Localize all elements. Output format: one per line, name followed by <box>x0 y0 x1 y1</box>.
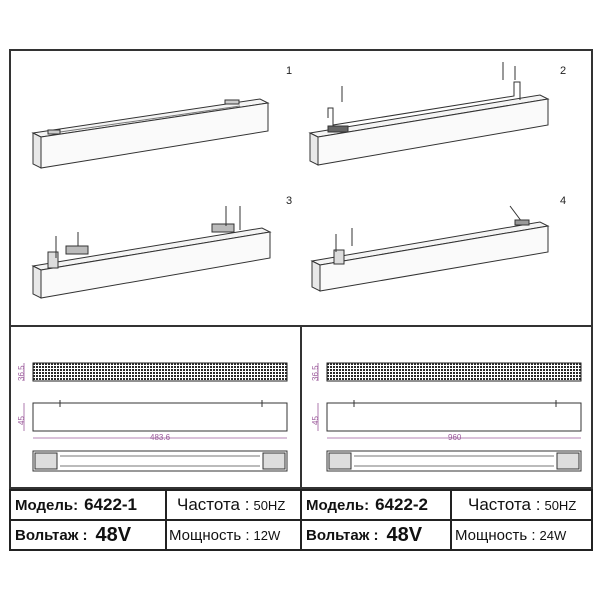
product-2-voltage-cell: Вольтаж : 48V <box>300 519 452 551</box>
product-2-frequency-cell: Частота : 50HZ <box>450 489 593 521</box>
product-2-length-dimension: 960 <box>448 433 462 442</box>
product-1-model-cell: Модель: 6422-1 <box>9 489 167 521</box>
power-value: 12W <box>253 527 281 543</box>
step-number-1: 1 <box>286 65 293 77</box>
product-1-depth-dimension: 45 <box>17 416 26 425</box>
frequency-label: Частота : <box>177 495 250 514</box>
step-number-3: 3 <box>286 195 293 207</box>
product-2-height-dimension: 36.5 <box>311 365 320 381</box>
product-2-depth-dimension: 45 <box>311 416 320 425</box>
frequency-label: Частота : <box>468 495 541 514</box>
product-1-length-dimension: 483.6 <box>150 433 171 442</box>
product-1-height-dimension: 36.5 <box>17 365 26 381</box>
power-label: Мощность : <box>169 526 250 544</box>
frequency-value: 50HZ <box>253 497 286 513</box>
model-label: Модель: <box>15 496 79 514</box>
model-value: 6422-2 <box>375 495 429 514</box>
voltage-label: Вольтаж : <box>15 526 88 544</box>
voltage-value: 48V <box>95 523 132 546</box>
voltage-label: Вольтаж : <box>306 526 379 544</box>
step-number-2: 2 <box>560 65 567 77</box>
power-label: Мощность : <box>455 526 536 544</box>
frequency-value: 50HZ <box>544 497 577 513</box>
product-1-power-cell: Мощность : 12W <box>165 519 302 551</box>
power-value: 24W <box>539 527 567 543</box>
model-label: Модель: <box>306 496 370 514</box>
product-1-frequency-cell: Частота : 50HZ <box>165 489 302 521</box>
product-1-voltage-cell: Вольтаж : 48V <box>9 519 167 551</box>
model-value: 6422-1 <box>84 495 138 514</box>
step-number-4: 4 <box>560 195 567 207</box>
product-2-model-cell: Модель: 6422-2 <box>300 489 452 521</box>
product-drawing-panel-right <box>300 325 593 489</box>
voltage-value: 48V <box>386 523 423 546</box>
product-2-power-cell: Мощность : 24W <box>450 519 593 551</box>
